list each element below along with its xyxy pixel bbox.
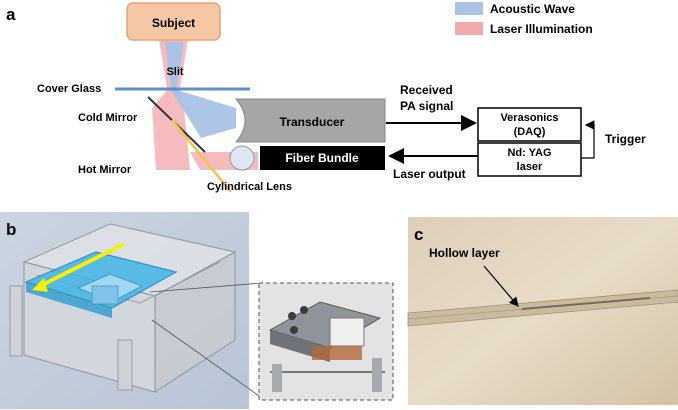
- cylindrical-lens-label: Cylindrical Lens: [207, 181, 292, 193]
- inner-wall-2: [139, 261, 221, 304]
- fiber-bundle-label: Fiber Bundle: [285, 151, 359, 165]
- laser-label-line2: laser: [517, 161, 543, 173]
- panel-a-letter: a: [6, 5, 16, 24]
- cylindrical-lens: [229, 145, 255, 171]
- verasonics-box: [477, 107, 582, 142]
- acoustic-beam-upper: [165, 42, 184, 88]
- subject-label: Subject: [152, 16, 195, 30]
- laser-box: [477, 142, 582, 177]
- slit-label: Slit: [166, 66, 183, 78]
- legend-laser-swatch: [455, 22, 483, 35]
- inset-screw-1: [288, 312, 296, 320]
- laser-output-label: Laser output: [393, 167, 466, 181]
- inset-post-left: [272, 364, 282, 392]
- received-label-line1: Received: [400, 83, 453, 97]
- fiber-bundle: [260, 146, 385, 170]
- acoustic-beam-lower: [171, 90, 236, 138]
- inset-screw-3: [290, 326, 298, 334]
- cold-mirror-label: Cold Mirror: [78, 112, 138, 124]
- hollow-layer-arrow: [483, 265, 519, 307]
- device-rendering: [9, 223, 237, 393]
- inset-post-right: [372, 358, 382, 392]
- legend: Acoustic Wave Laser Illumination: [455, 2, 593, 36]
- received-label-line2: PA signal: [400, 99, 453, 113]
- acoustic-beams: [165, 42, 236, 138]
- panel-c-letter: c: [414, 225, 423, 244]
- verasonics-label-line2: (DAQ): [514, 126, 546, 138]
- mechanism-block: [91, 285, 119, 305]
- legend-acoustic-swatch: [455, 2, 483, 15]
- cover-glass-label: Cover Glass: [37, 83, 101, 95]
- hollow-layer-label: Hollow layer: [429, 246, 500, 260]
- scan-direction-arrow: [39, 242, 125, 288]
- trigger-label: Trigger: [605, 132, 646, 146]
- laser-label-line1: Nd: YAG: [507, 147, 551, 159]
- hot-mirror-label: Hot Mirror: [78, 164, 132, 176]
- scan-direction-arrowhead: [32, 278, 48, 292]
- inset-sample: [312, 346, 362, 360]
- panel-b-letter: b: [6, 220, 16, 239]
- housing-leg-front: [117, 339, 133, 391]
- transducer-label: Transducer: [280, 115, 345, 129]
- subject-box: [126, 2, 221, 41]
- inset-screw-2: [300, 306, 308, 314]
- hot-mirror: [171, 119, 232, 193]
- hollow-layer-line: [521, 297, 651, 310]
- transducer: [234, 98, 386, 143]
- trigger-connector: [581, 120, 595, 159]
- housing-leg-left: [9, 285, 23, 357]
- legend-acoustic-label: Acoustic Wave: [490, 2, 575, 16]
- zoom-guide-lower: [151, 319, 263, 399]
- inset-slit-plate: [329, 317, 365, 347]
- zoom-guide-upper: [149, 282, 263, 293]
- verasonics-label-line1: Verasonics: [500, 112, 558, 124]
- legend-laser-label: Laser Illumination: [490, 22, 593, 36]
- zoom-inset-detail: [268, 301, 385, 392]
